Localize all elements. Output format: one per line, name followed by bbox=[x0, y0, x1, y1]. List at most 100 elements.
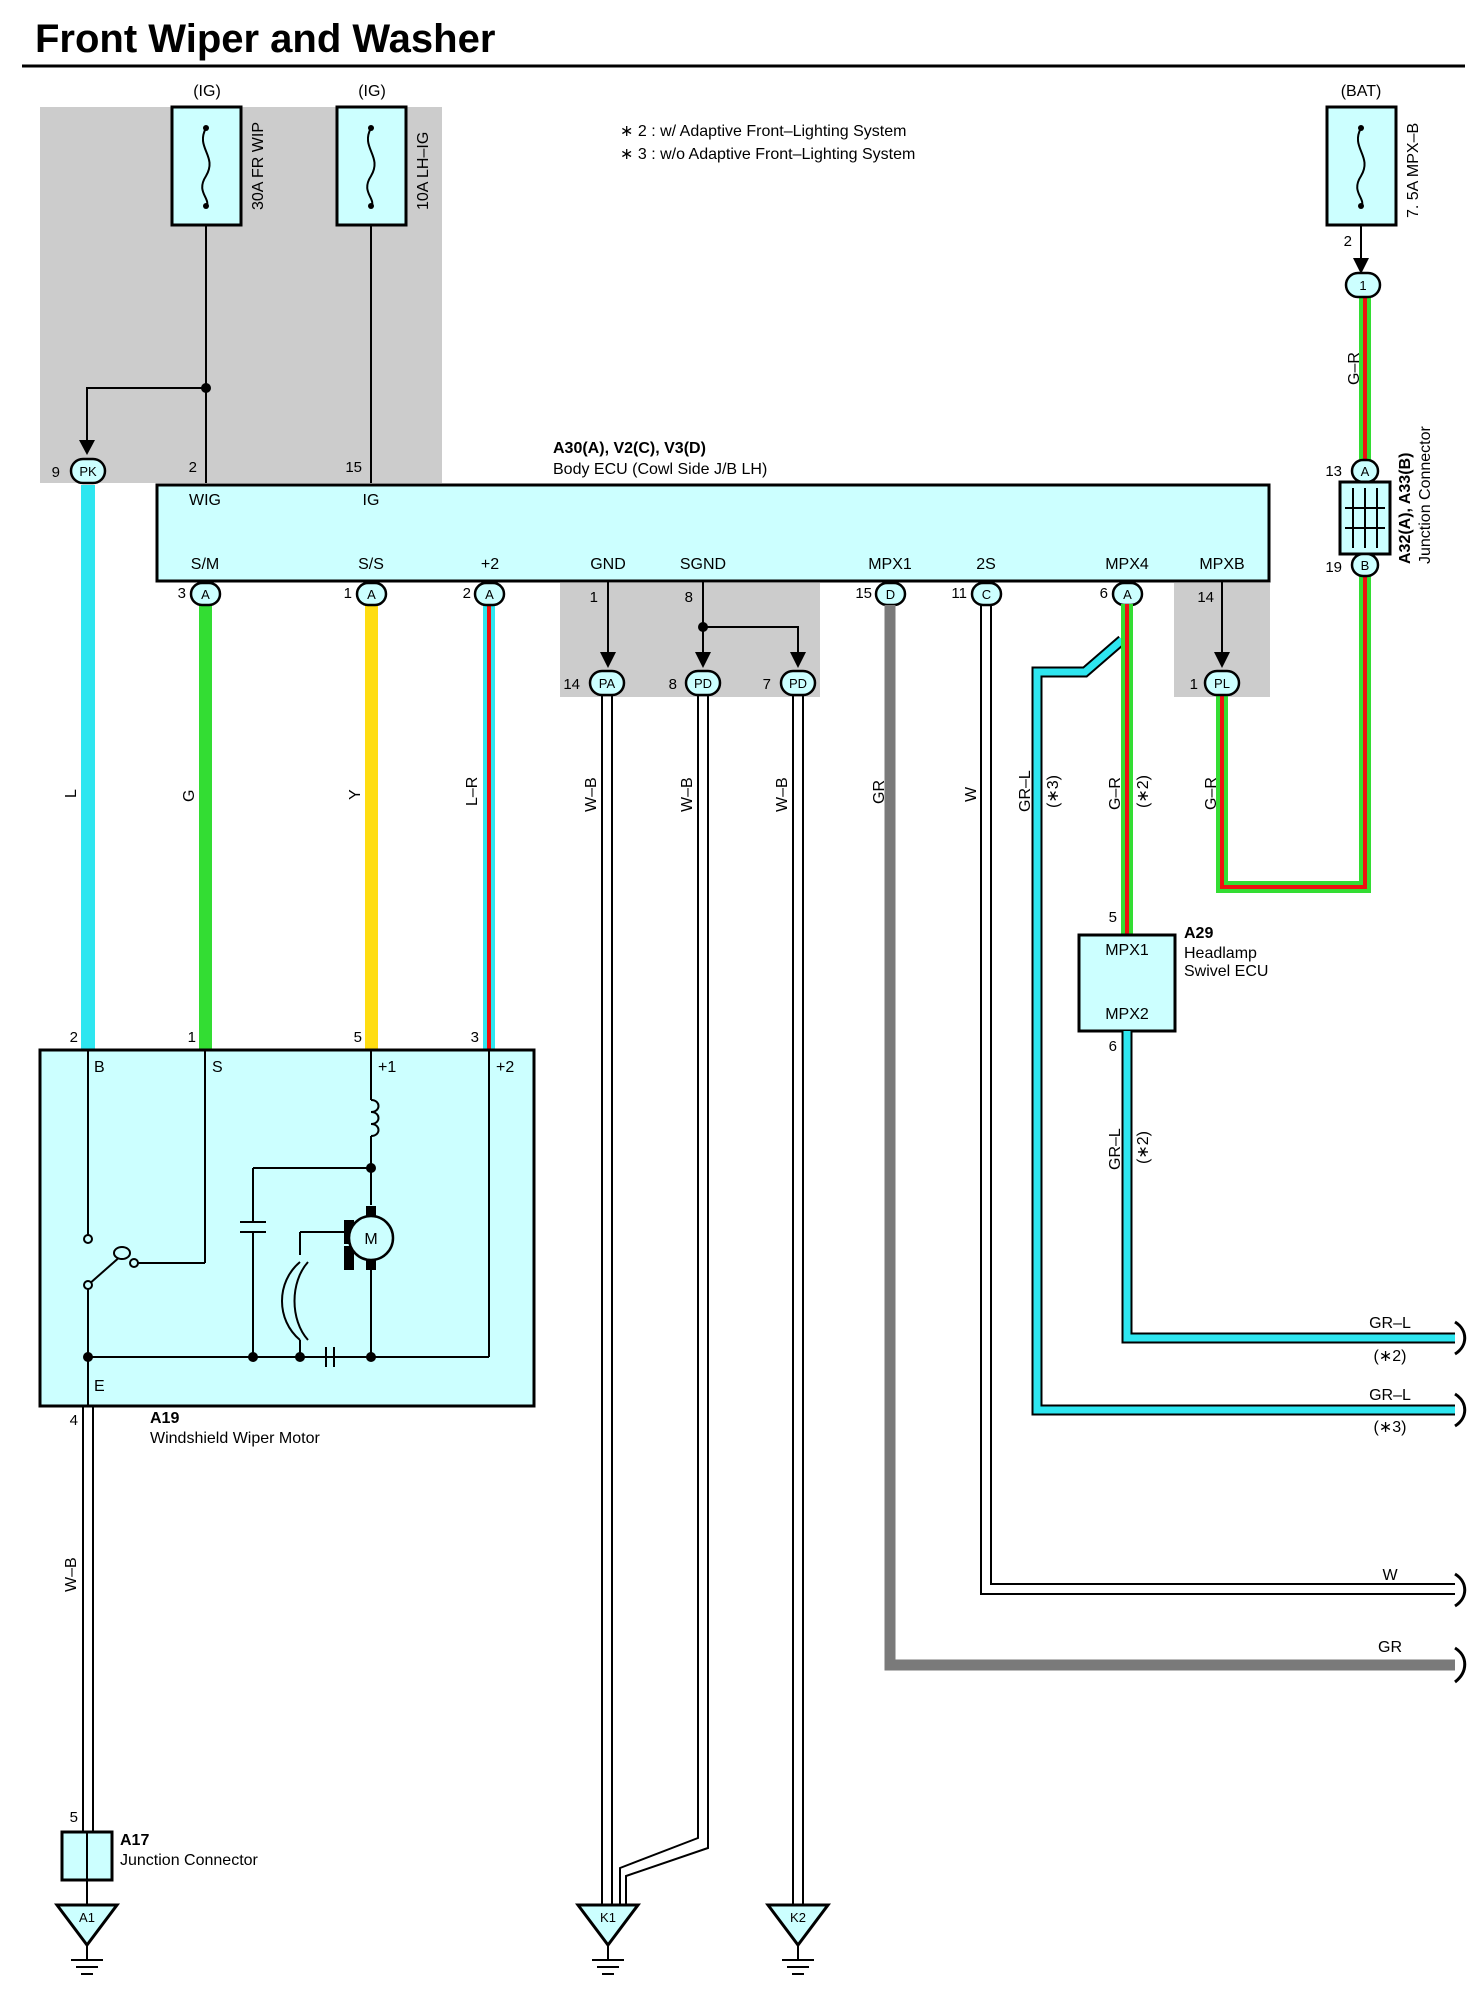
a17-pin: 5 bbox=[70, 1809, 78, 1826]
body-ecu-name: Body ECU (Cowl Side J/B LH) bbox=[553, 461, 767, 478]
a17-code: A17 bbox=[120, 1832, 149, 1849]
out2-color: GR–L bbox=[1369, 1387, 1411, 1404]
a17-name: Junction Connector bbox=[120, 1852, 259, 1869]
fuse1-label: 30A FR WIP bbox=[250, 122, 267, 210]
wire-l bbox=[81, 485, 95, 1050]
ecu-term-mpxb: MPXB bbox=[1199, 556, 1244, 573]
out1-note: (∗2) bbox=[1374, 1348, 1407, 1365]
ecu-term-ig: IG bbox=[363, 492, 380, 509]
wire-gr-l-star3 bbox=[1031, 635, 1455, 1416]
a19-term-e: E bbox=[94, 1378, 105, 1395]
fuse3-label: 7. 5A MPX–B bbox=[1405, 123, 1422, 218]
a19-term-plus2: +2 bbox=[496, 1059, 514, 1076]
ground-a1 bbox=[54, 1903, 120, 1975]
wire-gr-l-star2 bbox=[1121, 1031, 1455, 1344]
svg-text:PD: PD bbox=[789, 676, 807, 691]
svg-text:A: A bbox=[201, 587, 210, 602]
label-y: Y bbox=[347, 789, 364, 800]
label-star2-b: (∗2) bbox=[1135, 1131, 1152, 1164]
label-g-r-bat: G–R bbox=[1346, 352, 1363, 385]
svg-text:1: 1 bbox=[1359, 278, 1366, 293]
fuse1-supply: (IG) bbox=[193, 83, 221, 100]
wire-y bbox=[365, 604, 378, 1050]
connector-pd1 bbox=[684, 669, 722, 697]
connector-pl bbox=[1203, 669, 1241, 697]
ecu-term-ss: S/S bbox=[358, 556, 384, 573]
wire-gr bbox=[884, 605, 1455, 1671]
wire-g bbox=[199, 604, 212, 1050]
a19-pin-plus2: 3 bbox=[471, 1029, 479, 1046]
svg-text:PD: PD bbox=[694, 676, 712, 691]
label-gr: GR bbox=[871, 780, 888, 804]
label-gr-l-2: GR–L bbox=[1107, 1128, 1124, 1170]
conn-ss bbox=[355, 581, 388, 607]
out4-color: GR bbox=[1378, 1639, 1402, 1656]
fuse1-element-icon bbox=[201, 127, 211, 209]
wire-fuse1-pk bbox=[86, 387, 206, 440]
fuse2-label: 10A LH–IG bbox=[415, 132, 432, 210]
ecu-term-mpx1: MPX1 bbox=[868, 556, 912, 573]
ground-k2-label: K2 bbox=[790, 1910, 806, 1925]
pk-code: PK bbox=[79, 464, 97, 479]
fuse2-supply: (IG) bbox=[358, 83, 386, 100]
fuse3-supply: (BAT) bbox=[1341, 83, 1382, 100]
label-star2-a: (∗2) bbox=[1135, 775, 1152, 808]
pl-pin: 1 bbox=[1190, 676, 1198, 693]
a19-term-plus1: +1 bbox=[378, 1059, 396, 1076]
a29-name-2: Swivel ECU bbox=[1184, 963, 1268, 980]
wiper-motor-circuit bbox=[83, 1050, 490, 1406]
label-g-r-mpxb: G–R bbox=[1203, 777, 1220, 810]
a29-name-1: Headlamp bbox=[1184, 945, 1257, 962]
ground-k2 bbox=[765, 1903, 831, 1975]
svg-text:C: C bbox=[982, 587, 991, 602]
a19-term-b: B bbox=[94, 1059, 105, 1076]
ecu-pin-sgnd: 8 bbox=[685, 589, 693, 606]
label-star3: (∗3) bbox=[1045, 775, 1062, 808]
out1-color: GR–L bbox=[1369, 1315, 1411, 1332]
wire-w bbox=[980, 605, 1455, 1595]
body-ecu bbox=[155, 483, 1271, 583]
ecu-pin-sm: 3 bbox=[178, 585, 186, 602]
headlamp-swivel-ecu bbox=[1077, 933, 1177, 1033]
label-gr-l-3: GR–L bbox=[1017, 770, 1034, 812]
label-w: W bbox=[963, 786, 980, 802]
ground-k1-label: K1 bbox=[600, 1910, 616, 1925]
a19-pin-s: 1 bbox=[188, 1029, 196, 1046]
pin-wig: 2 bbox=[189, 459, 197, 476]
a32-bottom-pin: 19 bbox=[1325, 559, 1342, 576]
conn-sm bbox=[189, 581, 222, 607]
arrow-pd2 bbox=[790, 652, 806, 668]
a29-code: A29 bbox=[1184, 925, 1213, 942]
a19-pin-b: 2 bbox=[70, 1029, 78, 1046]
a29-pin-in: 5 bbox=[1109, 909, 1117, 926]
conn-plus2 bbox=[473, 581, 506, 607]
wire-w-b-a19-ground bbox=[82, 1406, 94, 1832]
arrow-bat bbox=[1353, 258, 1369, 274]
pd2-pin: 7 bbox=[763, 676, 771, 693]
label-w-b-1: W–B bbox=[583, 777, 600, 812]
a32-name: Junction Connector bbox=[1417, 425, 1434, 564]
arrow-pa bbox=[600, 652, 616, 668]
windshield-wiper-motor bbox=[38, 1048, 536, 1408]
a32-code: A32(A), A33(B) bbox=[1397, 453, 1414, 564]
svg-text:D: D bbox=[886, 587, 895, 602]
label-g-r-2: G–R bbox=[1107, 777, 1124, 810]
a33-bottom-conn bbox=[1350, 552, 1380, 578]
fuse3-element-icon bbox=[1356, 127, 1366, 209]
label-l: L bbox=[63, 789, 80, 798]
ground-k1 bbox=[575, 1903, 641, 1975]
wire-g-r-mpxb bbox=[1216, 560, 1371, 893]
ecu-pin-ss: 1 bbox=[344, 585, 352, 602]
label-l-r: L–R bbox=[464, 777, 481, 806]
wire-w-b-pd1 bbox=[619, 695, 709, 1912]
motor-symbol: M bbox=[364, 1231, 377, 1248]
ecu-pin-mpx1: 15 bbox=[855, 585, 872, 602]
ecu-pin-mpx4: 6 bbox=[1100, 585, 1108, 602]
out3-color: W bbox=[1382, 1567, 1398, 1584]
pk-pin: 9 bbox=[52, 464, 60, 481]
a29-term-mpx1: MPX1 bbox=[1105, 942, 1149, 959]
ecu-pin-plus2: 2 bbox=[463, 585, 471, 602]
ecu-term-wig: WIG bbox=[189, 492, 221, 509]
wire-w-b-pa bbox=[601, 695, 613, 1912]
svg-text:PL: PL bbox=[1214, 676, 1230, 691]
